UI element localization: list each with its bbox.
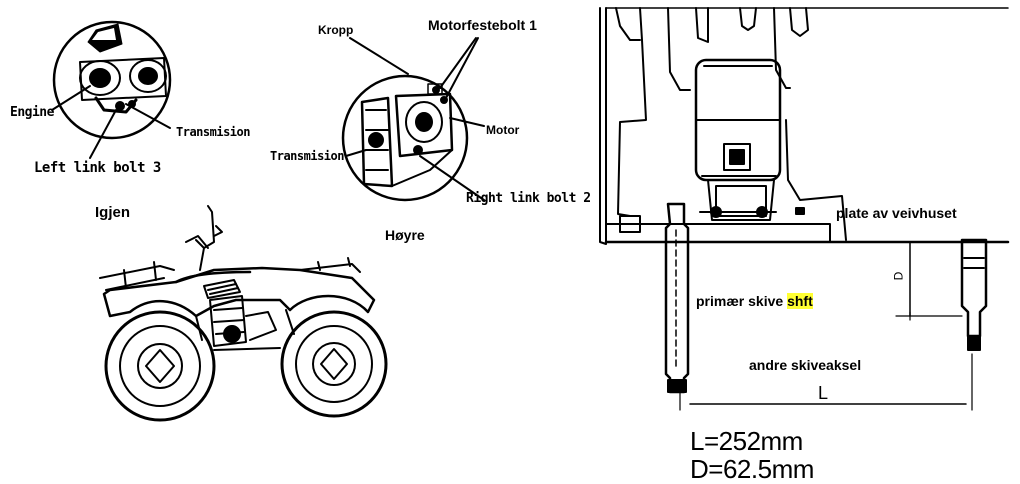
left-detail-circle (51, 20, 172, 159)
spec-length: L=252mm (690, 426, 803, 456)
shaft-measurement-drawing (599, 7, 1010, 411)
spec-diameter: D=62.5mm (690, 454, 814, 484)
left-transmission-label: Transmision (176, 125, 250, 139)
engine-mount-bolt-label: Motorfestebolt 1 (428, 17, 537, 33)
atv-illustration (99, 205, 388, 422)
body-label: Kropp (318, 23, 354, 37)
engine-label: Engine (10, 105, 54, 120)
primary-shaft-highlight: shft (787, 293, 813, 309)
motor-label: Motor (486, 123, 520, 137)
right-detail-circle (341, 37, 485, 202)
right-link-bolt-label: Right link bolt 2 (466, 191, 591, 206)
right-caption: Høyre (385, 227, 425, 243)
primary-shaft-text: primær skive (696, 293, 784, 309)
dimension-l-label: L (818, 383, 829, 403)
left-caption: Igjen (95, 204, 131, 221)
primary-shaft-label: primær skive shft (696, 293, 813, 309)
secondary-shaft-label: andre skiveaksel (749, 357, 862, 373)
housing-plate-label: plate av veivhuset (836, 205, 957, 221)
dimension-d-label: D (891, 271, 906, 281)
left-link-bolt-label: Left link bolt 3 (34, 160, 161, 176)
right-transmission-label: Transmision (270, 149, 344, 163)
